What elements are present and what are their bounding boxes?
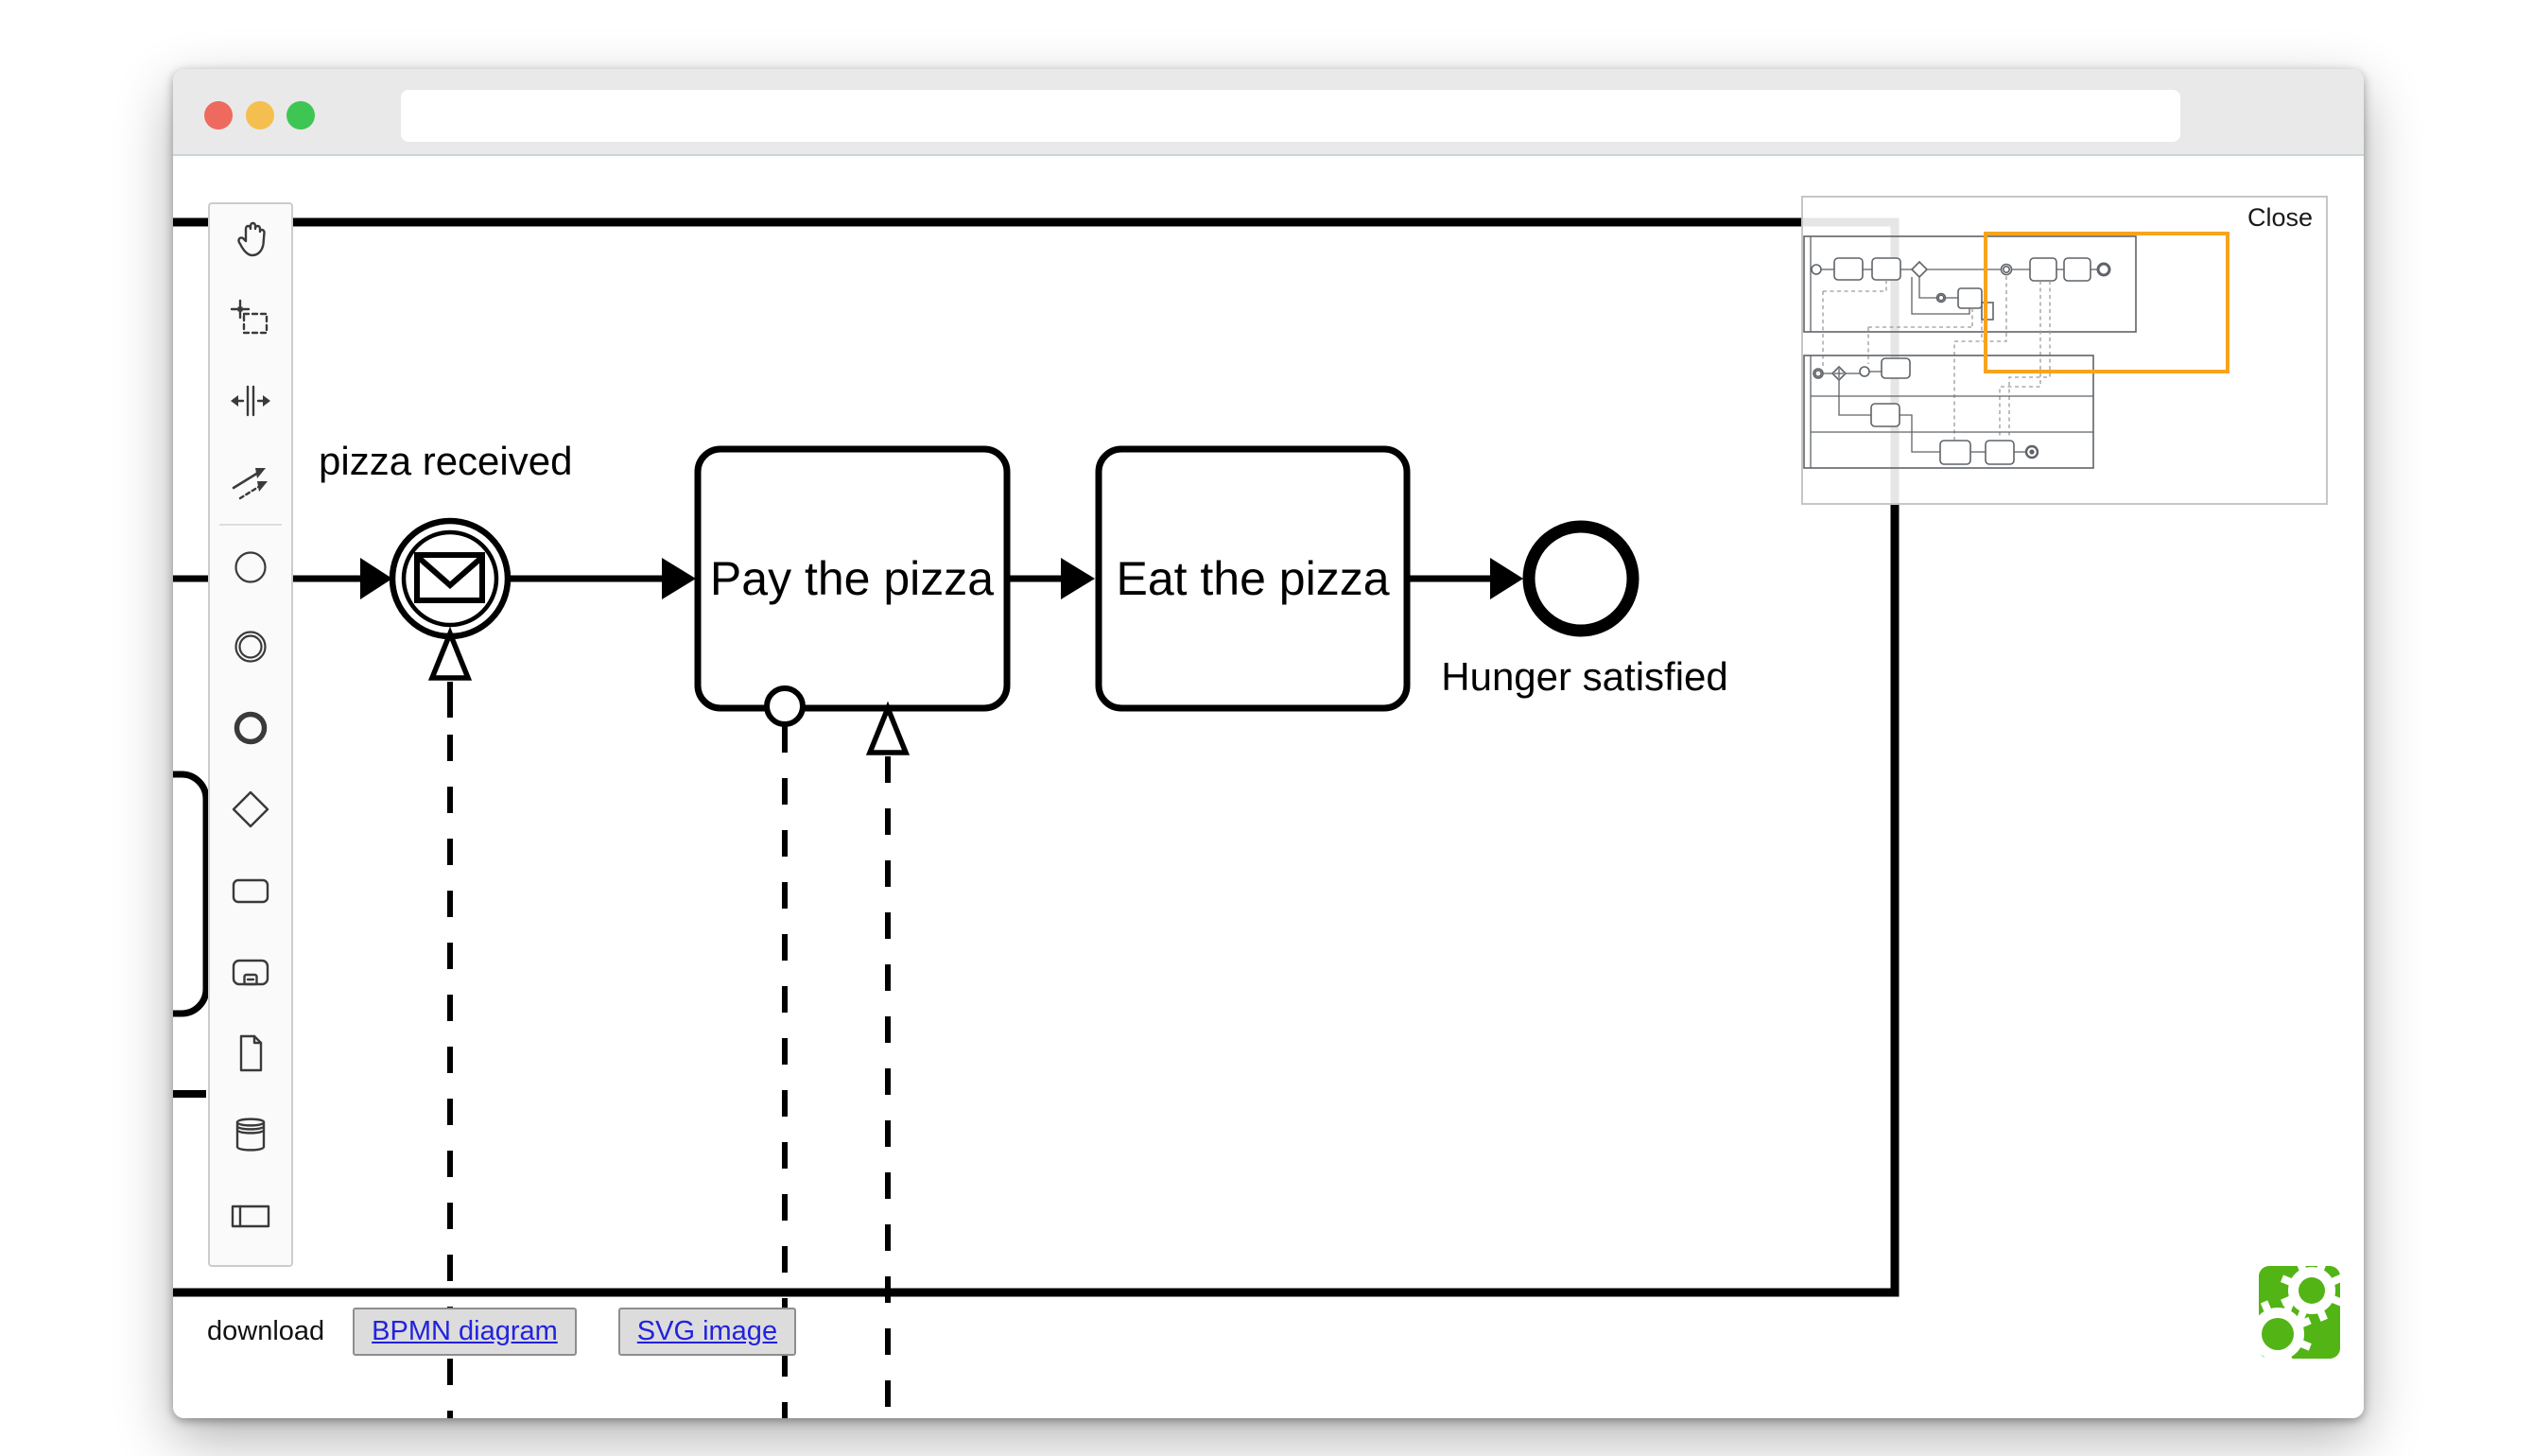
minimap-viewport[interactable] [1984,232,2229,373]
bpmn-palette [208,202,293,1267]
mini-customer-pool [1803,235,2137,333]
message-flow-incoming-event[interactable] [427,626,473,1418]
address-bar[interactable] [401,90,2180,142]
create-end-event[interactable] [229,706,272,750]
download-bpmn-button[interactable]: BPMN diagram [353,1307,577,1356]
diagram-svg: pizza received Pay the pizza [173,217,1900,1418]
message-flow-incoming-pay[interactable] [865,701,911,1418]
hand-tool[interactable] [229,218,272,262]
task-pay-the-pizza[interactable]: Pay the pizza [694,445,1011,712]
download-label: download [207,1315,325,1346]
task-label: Eat the pizza [1116,552,1389,605]
global-connect-tool[interactable] [229,459,272,503]
window-minimize-button[interactable] [246,101,274,130]
space-tool[interactable] [229,379,272,423]
browser-window: pizza received Pay the pizza [173,69,2364,1418]
download-bar: download BPMN diagram SVG image [207,1306,838,1357]
create-start-event[interactable] [229,546,272,589]
sequence-flow-2[interactable] [508,558,696,599]
create-data-object[interactable] [229,1031,272,1075]
create-intermediate-event[interactable] [229,625,272,668]
create-participant[interactable] [229,1194,272,1238]
download-svg-button[interactable]: SVG image [617,1307,797,1356]
create-task[interactable] [229,869,272,912]
lasso-tool[interactable] [229,299,272,342]
window-zoom-button[interactable] [286,101,315,130]
end-event[interactable] [1522,520,1640,637]
window-close-button[interactable] [204,101,233,130]
palette-separator [219,524,282,526]
bpmn-canvas[interactable]: pizza received Pay the pizza [173,158,2364,1418]
minimap-overlay[interactable]: Close [1801,196,2328,505]
minimap-diagram [1803,232,2229,469]
create-subprocess[interactable] [229,950,272,994]
sequence-flow-3[interactable] [1007,558,1095,599]
participant-pool-border[interactable] [173,217,1900,1297]
create-gateway[interactable] [229,788,272,831]
task-eat-the-pizza[interactable]: Eat the pizza [1095,445,1411,712]
hidden-task-corner[interactable] [173,771,210,1017]
create-data-store[interactable] [229,1113,272,1156]
mini-vendor-pool [1803,355,2094,469]
event-label[interactable]: pizza received [319,439,572,483]
minimap-close-button[interactable]: Close [2247,203,2313,232]
message-flow-outgoing-pay[interactable] [764,685,806,1418]
sequence-flow-4[interactable] [1407,558,1523,599]
message-catch-event[interactable] [389,517,512,640]
bpmn-io-logo[interactable] [2244,1258,2344,1368]
message-icon [414,552,485,603]
task-label: Pay the pizza [710,552,994,605]
browser-toolbar [173,69,2364,156]
end-event-label[interactable]: Hunger satisfied [1441,654,1728,699]
